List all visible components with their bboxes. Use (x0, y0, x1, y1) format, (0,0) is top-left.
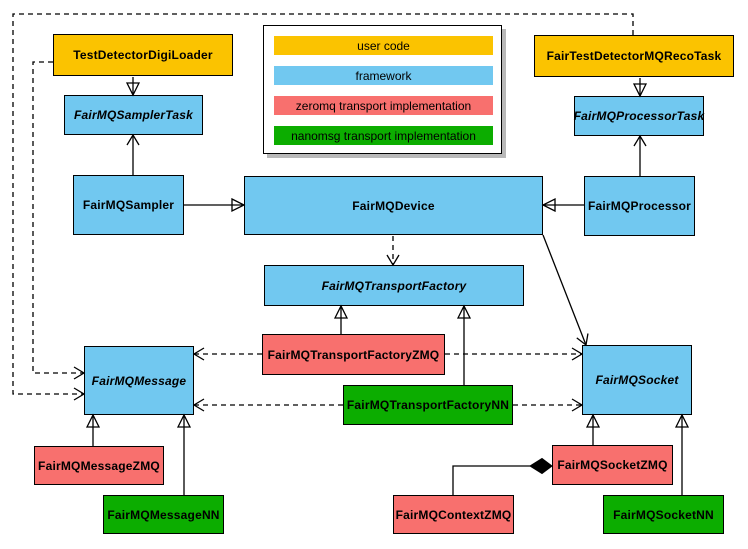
node-fairmqtransportfactoryzmq: FairMQTransportFactoryZMQ (262, 334, 445, 375)
node-fairmqprocessortask: FairMQProcessorTask (574, 96, 704, 136)
node-label: FairMQMessage (91, 373, 187, 388)
node-label: FairMQTransportFactoryZMQ (267, 347, 440, 362)
node-fairmqmessagezmq: FairMQMessageZMQ (34, 446, 164, 485)
legend-label: user code (357, 38, 410, 53)
node-label: FairMQSocketNN (613, 507, 714, 522)
node-label: FairMQTransportFactoryNN (346, 398, 510, 412)
node-label: FairMQMessageNN (107, 507, 220, 522)
node-label: FairMQSamplerTask (74, 108, 193, 122)
node-label: FairMQMessageZMQ (38, 458, 160, 473)
node-fairmqsocket: FairMQSocket (582, 345, 692, 415)
legend-label: zeromq transport implementation (295, 98, 472, 113)
node-fairmqsocketzmq: FairMQSocketZMQ (552, 445, 673, 485)
node-fairmqmessage: FairMQMessage (84, 346, 194, 415)
edge-contextzmq-socketzmq (452, 465, 530, 495)
node-fairmqtransportfactorynn: FairMQTransportFactoryNN (343, 385, 513, 425)
node-label: TestDetectorDigiLoader (73, 48, 213, 62)
node-fairtestdetectormqrecotask: FairTestDetectorMQRecoTask (534, 35, 734, 77)
node-label: FairMQContextZMQ (395, 507, 512, 522)
node-label: FairMQSocketZMQ (557, 458, 668, 472)
composition-diamond (529, 457, 553, 475)
node-fairmqmessagenn: FairMQMessageNN (103, 495, 224, 534)
node-label: FairMQSampler (82, 198, 175, 212)
legend: user code framework zeromq transport imp… (263, 25, 502, 154)
node-label: FairMQSocket (595, 373, 679, 387)
legend-item-framework: framework (274, 66, 493, 85)
legend-label: framework (355, 68, 412, 83)
node-fairmqcontextzmq: FairMQContextZMQ (393, 495, 514, 534)
node-label: FairMQProcessor (587, 199, 692, 213)
edge-device-socket (542, 234, 589, 347)
node-label: FairMQTransportFactory (321, 278, 467, 293)
node-label: FairTestDetectorMQRecoTask (546, 49, 722, 63)
node-fairmqsampler: FairMQSampler (73, 175, 184, 235)
legend-item-user-code: user code (274, 36, 493, 55)
node-fairmqdevice: FairMQDevice (244, 176, 543, 235)
legend-label: nanomsg transport implementation (291, 128, 476, 143)
node-label: FairMQProcessorTask (573, 109, 705, 123)
node-testdetectordigiloader: TestDetectorDigiLoader (53, 34, 233, 76)
node-fairmqsamplertask: FairMQSamplerTask (64, 95, 203, 135)
legend-item-nanomsg: nanomsg transport implementation (274, 126, 493, 145)
node-label: FairMQDevice (352, 198, 435, 213)
node-fairmqprocessor: FairMQProcessor (584, 176, 695, 236)
legend-item-zeromq: zeromq transport implementation (274, 96, 493, 115)
node-fairmqsocketnn: FairMQSocketNN (603, 495, 724, 534)
node-fairmqtransportfactory: FairMQTransportFactory (264, 265, 524, 306)
